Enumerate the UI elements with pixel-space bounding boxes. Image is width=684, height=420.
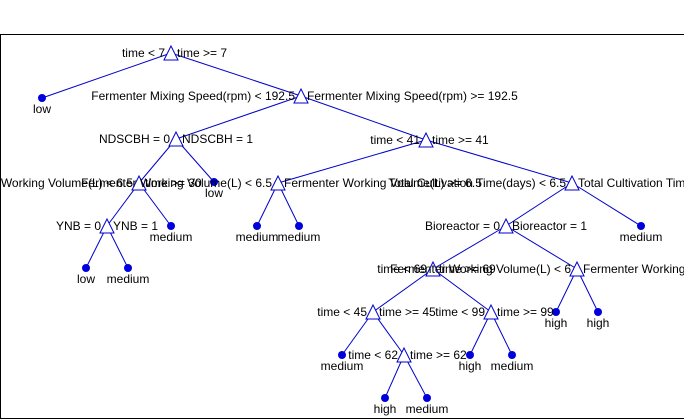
split-rule-left: time < 99 — [435, 305, 485, 319]
tree-edge-n1-n2 — [41, 52, 172, 99]
leaf-label: medium — [150, 230, 193, 244]
tree-edge-n1-n3 — [170, 52, 302, 97]
dot-leaf-icon — [124, 264, 132, 272]
dot-leaf-icon — [338, 351, 346, 359]
dot-leaf-icon — [210, 178, 218, 186]
triangle-node-icon — [396, 346, 412, 363]
split-rule-left: Fermenter Working Volume(L) < 6.5 — [81, 176, 272, 190]
split-rule-right: time >= 62 — [410, 348, 467, 362]
leaf-label: medium — [491, 359, 534, 373]
split-rule-right: time >= 7 — [177, 46, 227, 60]
leaf-label: medium — [321, 359, 364, 373]
leaf-label: high — [374, 402, 397, 416]
split-rule-right: time >= 99 — [497, 305, 554, 319]
triangle-node-icon — [270, 174, 286, 191]
tree-edge-n16-n18 — [432, 225, 507, 270]
tree-edge-n15-n16 — [505, 182, 573, 227]
triangle-node-icon — [418, 131, 434, 148]
split-rule-left: Fermenter Working Volume(L) < 6 — [390, 262, 571, 276]
tree-edge-n5-n12 — [277, 139, 427, 184]
split-rule-left: NDSCBH = 0 — [99, 132, 170, 146]
split-rule-right: time >= 41 — [432, 133, 489, 147]
dot-leaf-icon — [466, 351, 474, 359]
split-rule-right: time >= 45 — [379, 305, 436, 319]
split-rule-right: time >= 69 — [439, 262, 496, 276]
leaf-label: medium — [107, 272, 150, 286]
tree-edge-n5-n15 — [425, 139, 573, 184]
dot-leaf-icon — [82, 264, 90, 272]
split-rule-left: Bioreactor = 0 — [425, 219, 500, 233]
split-rule-left: time < 45 — [317, 305, 367, 319]
tree-edge-n18-n21 — [432, 268, 492, 313]
tree-labels: time < 7 time >= 7 low Fermenter Mixing Spe… — [0, 46, 684, 416]
triangle-node-icon — [425, 260, 441, 277]
dot-leaf-icon — [167, 222, 175, 230]
leaf-label: high — [587, 316, 610, 330]
split-rule-left: time < 41 — [370, 133, 420, 147]
split-rule-left: Total Cultivation Time(days) < 6.5 — [388, 176, 566, 190]
split-rule-left: Fermenter Working Volume(L) < 6.5 — [0, 176, 133, 190]
triangle-node-icon — [498, 217, 514, 234]
triangle-node-icon — [293, 87, 309, 104]
dot-leaf-icon — [637, 222, 645, 230]
plot-frame — [0, 34, 684, 419]
triangle-node-icon — [168, 130, 184, 147]
split-rule-left: Fermenter Mixing Speed(rpm) < 192.5 — [91, 89, 295, 103]
dot-leaf-icon — [38, 94, 46, 102]
dot-leaf-icon — [253, 222, 261, 230]
leaf-label: low — [77, 272, 95, 286]
leaf-label: medium — [278, 230, 321, 244]
triangle-node-icon — [564, 174, 580, 191]
split-rule-left: time < 62 — [348, 348, 398, 362]
leaf-label: medium — [236, 230, 279, 244]
dot-leaf-icon — [295, 222, 303, 230]
tree-edge-n15-n17 — [571, 182, 642, 227]
split-rule-left: YNB = 0 — [56, 219, 101, 233]
split-rule-right: Fermenter Working Volume(L) >= 6.5 — [284, 176, 482, 190]
split-rule-right: Bioreactor = 1 — [512, 219, 587, 233]
tree-edge-n3-n5 — [300, 95, 427, 141]
split-rule-right: time >= 30 — [145, 176, 202, 190]
leaf-label: low — [205, 186, 223, 200]
triangle-node-icon — [365, 303, 381, 320]
split-rule-right: Total Cultivation Time(days) >= 6.5 — [578, 176, 684, 190]
dot-leaf-icon — [508, 351, 516, 359]
tree-edge-n18-n20 — [372, 268, 434, 313]
dot-leaf-icon — [552, 308, 560, 316]
dot-leaf-icon — [594, 308, 602, 316]
tree-edge-n3-n4 — [175, 95, 302, 140]
triangle-node-icon — [163, 44, 179, 61]
leaf-label: low — [33, 102, 51, 116]
triangle-node-icon — [131, 174, 147, 191]
split-rule-right: Fermenter Mixing Speed(rpm) >= 192.5 — [307, 89, 518, 103]
leaf-label: medium — [620, 230, 663, 244]
triangle-node-icon — [483, 303, 499, 320]
tree-edge-n16-n19 — [505, 225, 578, 270]
split-rule-left: time < 69 — [377, 262, 427, 276]
split-rule-right: NDSCBH = 1 — [182, 132, 253, 146]
triangle-node-icon — [99, 217, 115, 234]
triangle-node-icon — [569, 260, 585, 277]
dot-leaf-icon — [423, 394, 431, 402]
dot-leaf-icon — [381, 394, 389, 402]
leaf-label: high — [459, 359, 482, 373]
split-rule-right: Fermenter Working Volume(L) >= 6 — [583, 262, 684, 276]
split-rule-right: YNB = 1 — [113, 219, 158, 233]
split-rule-left: time < 7 — [122, 46, 165, 60]
leaf-label: high — [545, 316, 568, 330]
tree-nodes — [38, 44, 645, 402]
leaf-label: medium — [406, 402, 449, 416]
